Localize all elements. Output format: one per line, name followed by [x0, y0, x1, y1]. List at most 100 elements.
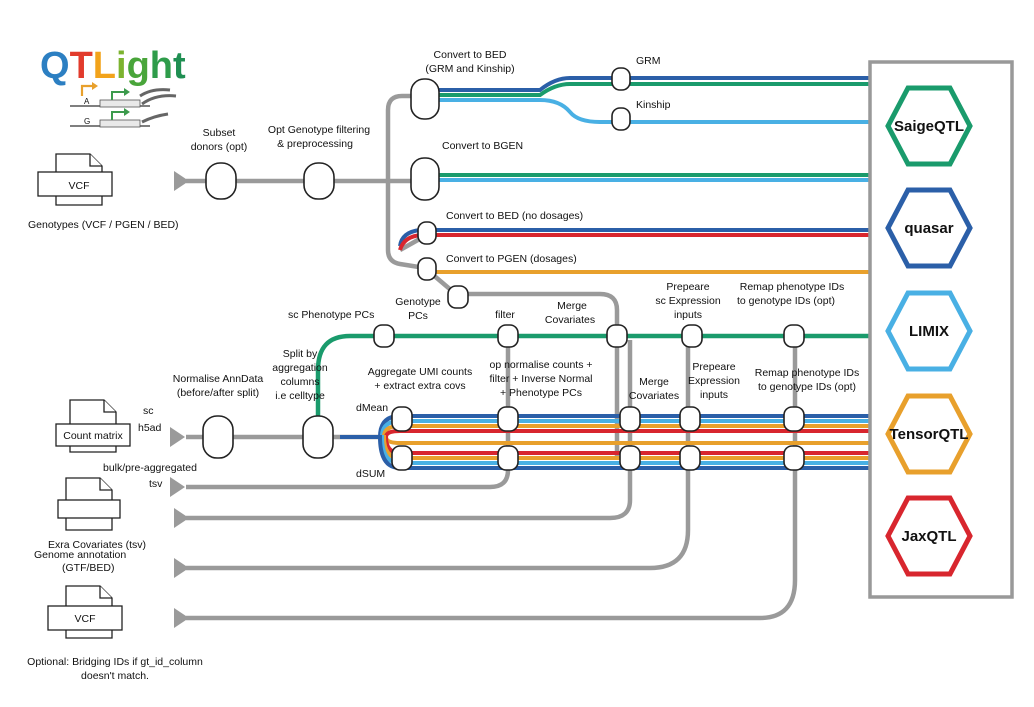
- subset-label-1: Subset: [203, 127, 236, 139]
- remap-mid-node: [783, 406, 805, 432]
- bednodos-jax-line: [398, 233, 870, 251]
- subset-donors-node: [205, 162, 237, 200]
- gene-illustration-icon: A G: [70, 82, 177, 128]
- merge2-label-1: Merge: [639, 376, 669, 388]
- input-arrowheads: [170, 171, 189, 628]
- grm-node: [611, 67, 631, 91]
- tool-hexagons: [885, 85, 973, 577]
- convert-bgen-node: [410, 157, 440, 201]
- vcf-arrow-icon: [174, 608, 189, 628]
- optgeno-label-1: Opt Genotype filtering: [268, 124, 370, 136]
- gpcs-label-2: PCs: [408, 310, 428, 322]
- merge1-label-1: Merge: [557, 300, 587, 312]
- remap-top-node: [783, 324, 805, 348]
- split-aggregation-node: [302, 415, 334, 459]
- split-label-3: columns: [280, 376, 319, 388]
- genotypes-caption: Genotypes (VCF / PGEN / BED): [28, 219, 179, 231]
- sc-label: sc: [143, 405, 154, 417]
- merge1-label-2: Covariates: [545, 314, 595, 326]
- agg-label-2: + extract extra covs: [374, 380, 465, 392]
- bgen-label: Convert to BGEN: [442, 140, 523, 152]
- sc-pcs-label: sc Phenotype PCs: [288, 309, 374, 321]
- h5ad-label: h5ad: [138, 422, 162, 434]
- jaxqtl-label: JaxQTL: [901, 528, 956, 545]
- logo-i: i: [116, 45, 127, 87]
- bed-nodos-label: Convert to BED (no dosages): [446, 210, 583, 222]
- opnorm-label-3: + Phenotype PCs: [500, 387, 582, 399]
- logo-text: QTLight: [40, 45, 186, 87]
- tensorqtl-label: TensorQTL: [890, 426, 969, 443]
- grm-quasar-line: [425, 76, 870, 92]
- merge2-label-2: Covariates: [629, 390, 679, 402]
- dsum-label: dSUM: [356, 468, 385, 480]
- logo-t2: t: [173, 45, 186, 87]
- bednodos-quasar-line: [398, 228, 870, 247]
- prep-expr-bottom-node: [679, 445, 701, 471]
- limix-label: LIMIX: [909, 323, 949, 340]
- text-labels: VCF Genotypes (VCF / PGEN / BED) Count m…: [27, 49, 968, 682]
- limix-hexagon: [885, 290, 973, 372]
- prep-sc-label-2: sc Expression: [655, 295, 721, 307]
- jaxqtl-hexagon: [885, 495, 973, 577]
- grey-connectors: [186, 93, 798, 621]
- merge-covariates-top-node: [606, 324, 628, 348]
- opnorm-label-1: op normalise counts +: [489, 359, 592, 371]
- kinship-label: Kinship: [636, 99, 671, 111]
- logo-l: L: [93, 45, 116, 87]
- bulk-label-1: bulk/pre-aggregated: [103, 462, 197, 474]
- remap1-label-1: Remap phenotype IDs: [740, 281, 844, 293]
- prep-sc-label-1: Prepeare: [666, 281, 709, 293]
- optgeno-label-2: & preprocessing: [277, 138, 353, 150]
- agg-label-1: Aggregate UMI counts: [368, 366, 472, 378]
- split-label-2: aggregation: [272, 362, 328, 374]
- bulk-label-2: tsv: [149, 478, 163, 490]
- covariates-caption: Exra Covariates (tsv): [48, 539, 146, 551]
- filter-node: [497, 324, 519, 348]
- logo-g: g: [127, 45, 150, 87]
- agg-orange-mid: [340, 435, 870, 445]
- bed-branch-line: [385, 93, 425, 181]
- convert-pgen-node: [417, 257, 437, 281]
- opnorm-top-node: [497, 406, 519, 432]
- kinship-limix-line: [425, 98, 870, 124]
- merge-cov-bottom-node: [619, 445, 641, 471]
- sc-phenotype-pcs-node: [373, 324, 395, 348]
- remap2-label-1: Remap phenotype IDs: [755, 367, 859, 379]
- bulk-arrow-icon: [170, 477, 185, 497]
- opnorm-bottom-node: [497, 445, 519, 471]
- quasar-label: quasar: [904, 220, 953, 237]
- prep-label-3: inputs: [700, 389, 728, 401]
- norm-label-2: (before/after split): [177, 387, 259, 399]
- count-matrix-doc-icon: [55, 399, 131, 453]
- tensorqtl-hexagon: [885, 393, 973, 475]
- bridging-vcf-line: [186, 330, 798, 621]
- genome-label-1: Genome annotation: [34, 549, 126, 561]
- kinship-node: [611, 107, 631, 131]
- step-nodes: [202, 67, 805, 471]
- count-arrow-icon: [170, 427, 185, 447]
- bed-grm-label-1: Convert to BED: [434, 49, 507, 61]
- convert-bed-nodos-node: [417, 221, 437, 245]
- qtlight-logo: QTLight A G: [40, 45, 186, 128]
- split-label-1: Split by: [283, 348, 318, 360]
- bed-grm-label-2: (GRM and Kinship): [425, 63, 514, 75]
- prep-label-1: Prepeare: [692, 361, 735, 373]
- gpcs-to-merge-line: [458, 291, 620, 460]
- remap-bottom-node: [783, 445, 805, 471]
- allele-a-label: A: [84, 97, 90, 106]
- agg-red-top: [340, 429, 870, 439]
- prepare-sc-node: [681, 324, 703, 348]
- dsum-node: [391, 445, 413, 471]
- merge-cov-top-node: [619, 406, 641, 432]
- vcf-doc-label: VCF: [69, 180, 90, 192]
- prep-label-2: Expression: [688, 375, 740, 387]
- covariates-doc-icon: [57, 477, 121, 531]
- dmean-node: [391, 406, 413, 432]
- genome-label-2: (GTF/BED): [62, 562, 115, 574]
- vcf2-doc-icon: [47, 585, 123, 639]
- split-label-4: i.e celltype: [275, 390, 325, 402]
- quasar-hexagon: [885, 187, 973, 269]
- count-matrix-label: Count matrix: [63, 430, 123, 442]
- covariates-line: [186, 340, 633, 521]
